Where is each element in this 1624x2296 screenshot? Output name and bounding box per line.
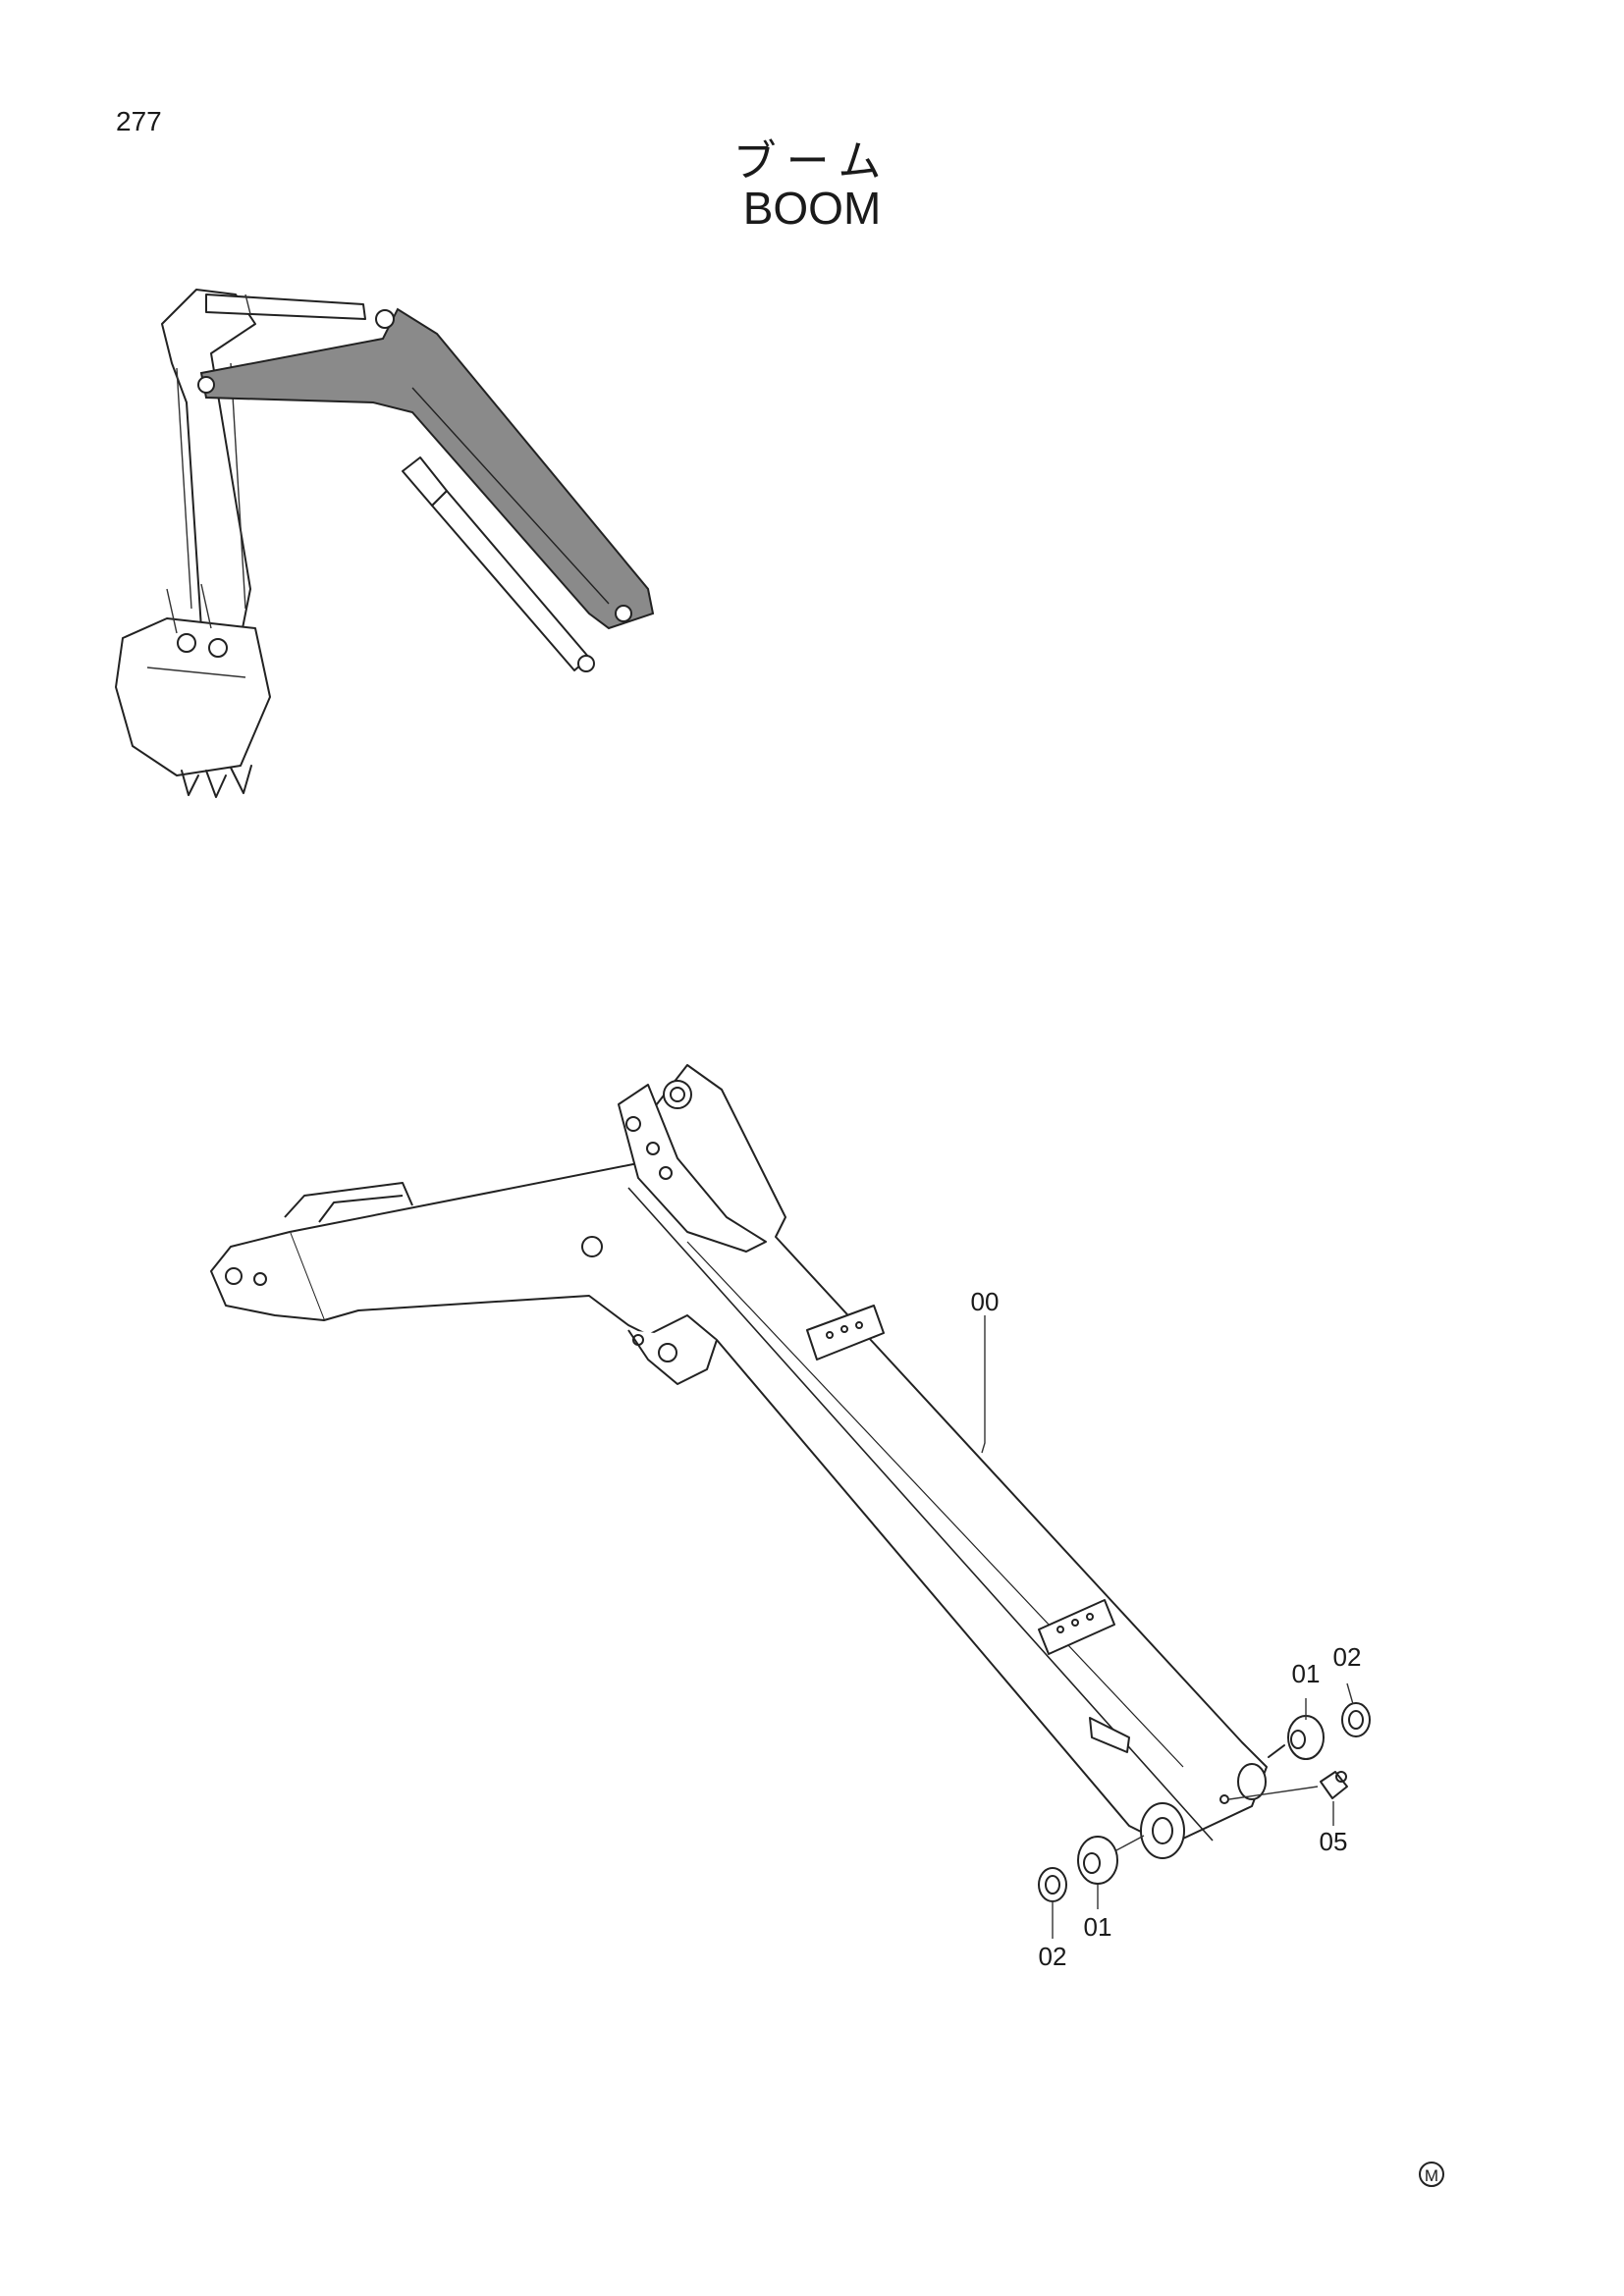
callout-01-left: 01 — [1084, 1912, 1112, 1942]
callout-00: 00 — [971, 1287, 1000, 1316]
bushing-part-01-left — [1077, 1835, 1145, 1885]
circled-m-mark: M — [1419, 2162, 1444, 2187]
leader-lines — [981, 1315, 1354, 1939]
callout-02-left: 02 — [1039, 1942, 1067, 1971]
bushing-part-01-right — [1268, 1715, 1325, 1760]
title-english: BOOM — [742, 183, 882, 234]
callout-02-right: 02 — [1333, 1642, 1362, 1672]
grease-fitting-part-05 — [1228, 1771, 1348, 1800]
seal-part-02-right — [1341, 1702, 1371, 1737]
circled-m-letter: M — [1425, 2166, 1438, 2185]
callout-05: 05 — [1320, 1827, 1348, 1856]
callout-01-right: 01 — [1292, 1659, 1321, 1688]
overview-illustration — [115, 289, 655, 798]
page-number: 277 — [116, 106, 162, 136]
title-japanese: ブーム — [732, 136, 892, 187]
boom-main — [210, 1064, 1268, 1859]
seal-part-02-left — [1038, 1867, 1067, 1902]
